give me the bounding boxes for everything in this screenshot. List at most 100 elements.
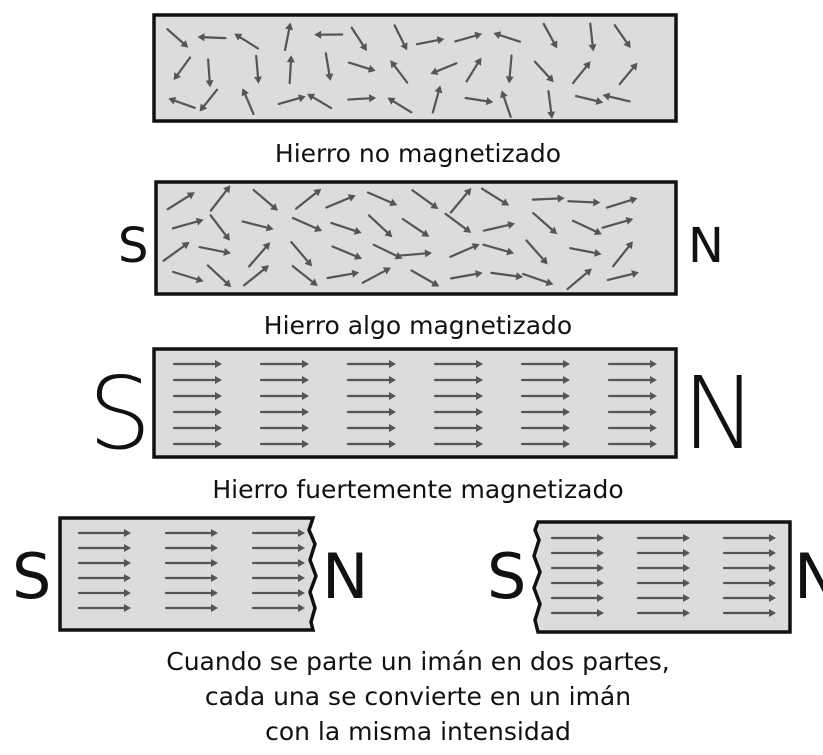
domain-arrow <box>361 267 391 284</box>
domain-arrow <box>254 54 262 84</box>
domain-arrow <box>722 594 776 602</box>
domain-arrow <box>482 221 516 232</box>
domain-arrow <box>636 609 690 617</box>
pole-south-strong: S <box>88 355 151 472</box>
domain-arrow <box>162 241 190 262</box>
domain-arrow <box>77 589 131 597</box>
domain-arrows-aligned <box>172 360 657 448</box>
panel-weak: S N Hierro algo magnetizado <box>118 180 724 340</box>
domain-arrow <box>450 270 483 280</box>
iron-piece-right <box>532 520 792 634</box>
domain-arrow <box>290 241 313 267</box>
domain-arrow <box>164 574 218 582</box>
domain-arrow <box>607 376 657 384</box>
domain-arrow <box>248 242 271 268</box>
domain-arrow <box>482 243 515 256</box>
domain-arrow <box>164 589 218 597</box>
domain-arrow <box>199 88 219 112</box>
domain-arrow <box>331 245 363 260</box>
domain-arrow <box>722 579 776 587</box>
domain-arrow <box>326 269 360 280</box>
panel-unmagnetized: Hierro no magnetizado <box>152 13 678 168</box>
domain-arrow <box>366 191 398 207</box>
pole-south-left-piece: S <box>12 540 51 613</box>
domain-arrow <box>550 594 604 602</box>
domain-arrow <box>209 185 231 212</box>
domain-arrow <box>291 265 318 287</box>
domain-arrow <box>550 564 604 572</box>
domain-arrows-partial <box>162 185 639 291</box>
domain-arrow <box>550 549 604 557</box>
domain-arrow <box>77 529 131 537</box>
domain-arrow <box>550 579 604 587</box>
domain-arrow <box>164 529 218 537</box>
domain-arrow <box>636 549 690 557</box>
domain-arrow <box>567 198 601 207</box>
domain-arrow <box>387 97 413 114</box>
domain-arrow <box>241 88 255 116</box>
domain-arrow <box>532 212 558 235</box>
domain-arrow <box>522 272 554 286</box>
domain-arrow <box>569 247 602 257</box>
domain-arrow <box>251 559 305 567</box>
domain-arrow <box>346 424 396 432</box>
domain-arrow <box>77 559 131 567</box>
domain-arrow <box>259 376 309 384</box>
domain-arrow <box>286 55 295 85</box>
caption-split-line3: con la misma intensidad <box>265 717 571 746</box>
domain-arrow <box>77 544 131 552</box>
caption-unmagnetized: Hierro no magnetizado <box>275 139 561 168</box>
domain-arrow <box>574 94 604 105</box>
domain-arrow <box>571 61 591 85</box>
domain-arrow <box>259 392 309 400</box>
domain-arrow <box>607 424 657 432</box>
domain-arrow <box>520 360 570 368</box>
domain-arrow <box>346 440 396 448</box>
domain-arrow <box>277 94 306 106</box>
domain-arrow <box>166 192 195 211</box>
domain-arrow <box>399 249 432 258</box>
domain-arrow <box>346 376 396 384</box>
domain-arrow <box>171 270 204 284</box>
domain-arrow <box>636 594 690 602</box>
domain-arrow <box>393 24 408 51</box>
domain-arrow <box>346 408 396 416</box>
domain-arrow <box>433 392 483 400</box>
domain-arrow <box>606 270 639 282</box>
domain-arrow <box>533 60 554 83</box>
domain-arrow <box>607 360 657 368</box>
domain-arrow <box>259 440 309 448</box>
domain-arrow <box>636 579 690 587</box>
iron-bar-weak <box>154 180 678 296</box>
domain-arrow <box>295 188 322 210</box>
domain-arrow <box>372 243 403 260</box>
domain-arrow <box>636 564 690 572</box>
domain-arrow <box>722 564 776 572</box>
domain-arrow <box>197 33 227 42</box>
domain-arrow <box>172 376 222 384</box>
domain-arrow <box>520 424 570 432</box>
domain-arrow <box>464 96 494 106</box>
domain-arrow <box>242 265 270 287</box>
domain-arrow <box>346 360 396 368</box>
domain-arrow <box>433 376 483 384</box>
domain-arrow <box>411 189 439 209</box>
domain-arrow <box>618 62 638 86</box>
domain-arrow <box>520 440 570 448</box>
domain-arrow <box>390 60 409 84</box>
domain-arrow <box>607 408 657 416</box>
iron-bar-unmagnetized <box>152 13 678 123</box>
domain-arrow <box>465 57 482 83</box>
domain-arrow <box>166 28 189 48</box>
domain-arrow <box>172 360 222 368</box>
domain-arrow <box>251 604 305 612</box>
domain-arrow <box>410 269 440 287</box>
domain-arrow <box>283 22 294 52</box>
domain-arrow <box>493 31 522 43</box>
domain-arrow <box>168 97 196 109</box>
pole-south-weak: S <box>118 218 148 274</box>
domain-arrow <box>520 408 570 416</box>
domain-arrow <box>601 216 634 229</box>
domain-arrow <box>206 264 232 288</box>
